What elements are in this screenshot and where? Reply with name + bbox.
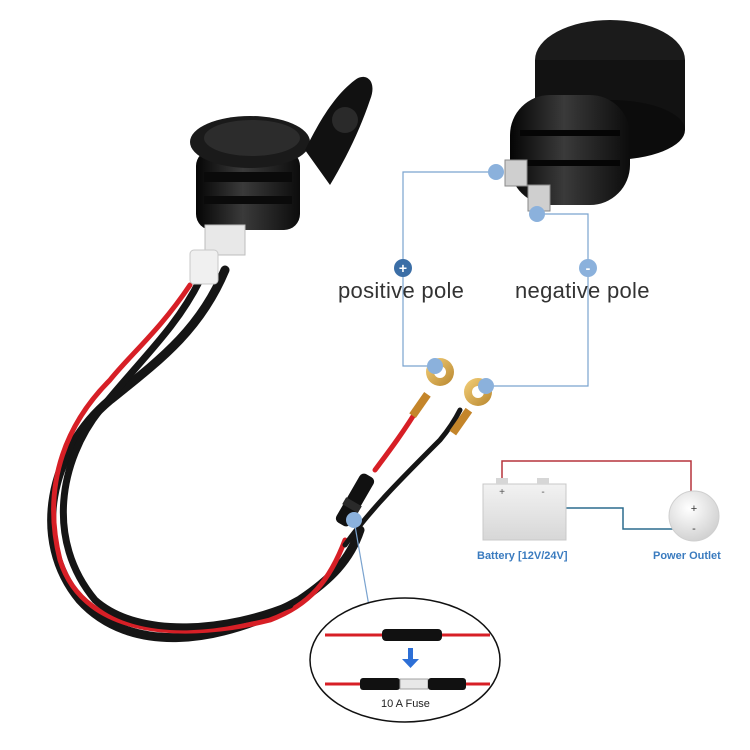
terminal-positive-dot — [427, 358, 443, 374]
svg-text:+: + — [399, 260, 407, 276]
power-outlet-icon: + - — [668, 490, 720, 542]
power-outlet-label: Power Outlet — [653, 550, 721, 562]
svg-text:-: - — [541, 487, 544, 498]
battery-icon: + - — [482, 478, 567, 541]
usb-socket-icon — [504, 20, 685, 212]
negative-pole-label: negative pole — [515, 278, 650, 303]
svg-text:-: - — [586, 260, 591, 276]
fuse-holder-icon — [335, 473, 375, 527]
black-wire-loop-2 — [59, 276, 294, 631]
socket-with-cap-icon — [189, 76, 373, 285]
terminal-negative-dot — [478, 378, 494, 394]
svg-text:+: + — [691, 503, 697, 515]
red-wire-loop — [51, 282, 348, 634]
circuit-red-wire — [501, 460, 692, 498]
fuse-detail — [309, 597, 501, 723]
positive-connector-line — [402, 171, 496, 367]
battery-label: Battery [12V/24V] — [477, 550, 568, 562]
positive-pole-label: positive pole — [338, 278, 465, 303]
usb-positive-dot — [488, 164, 504, 180]
negative-connector-line — [486, 213, 589, 387]
black-wire-to-terminal — [342, 407, 463, 548]
fuse-dot — [346, 512, 362, 528]
plus-badge-icon: + — [394, 259, 412, 277]
svg-text:-: - — [692, 523, 696, 535]
battery-circuit: + - + - — [482, 460, 720, 542]
cable — [47, 265, 463, 643]
usb-negative-dot — [529, 206, 545, 222]
fuse-label: 10 A Fuse — [381, 698, 430, 710]
black-wire-loop — [47, 265, 365, 643]
connector-dots — [346, 164, 545, 528]
fuse-connector-line — [353, 519, 371, 613]
down-arrow-icon — [402, 648, 419, 668]
minus-badge-icon: - — [579, 259, 597, 277]
svg-text:+: + — [499, 487, 505, 498]
